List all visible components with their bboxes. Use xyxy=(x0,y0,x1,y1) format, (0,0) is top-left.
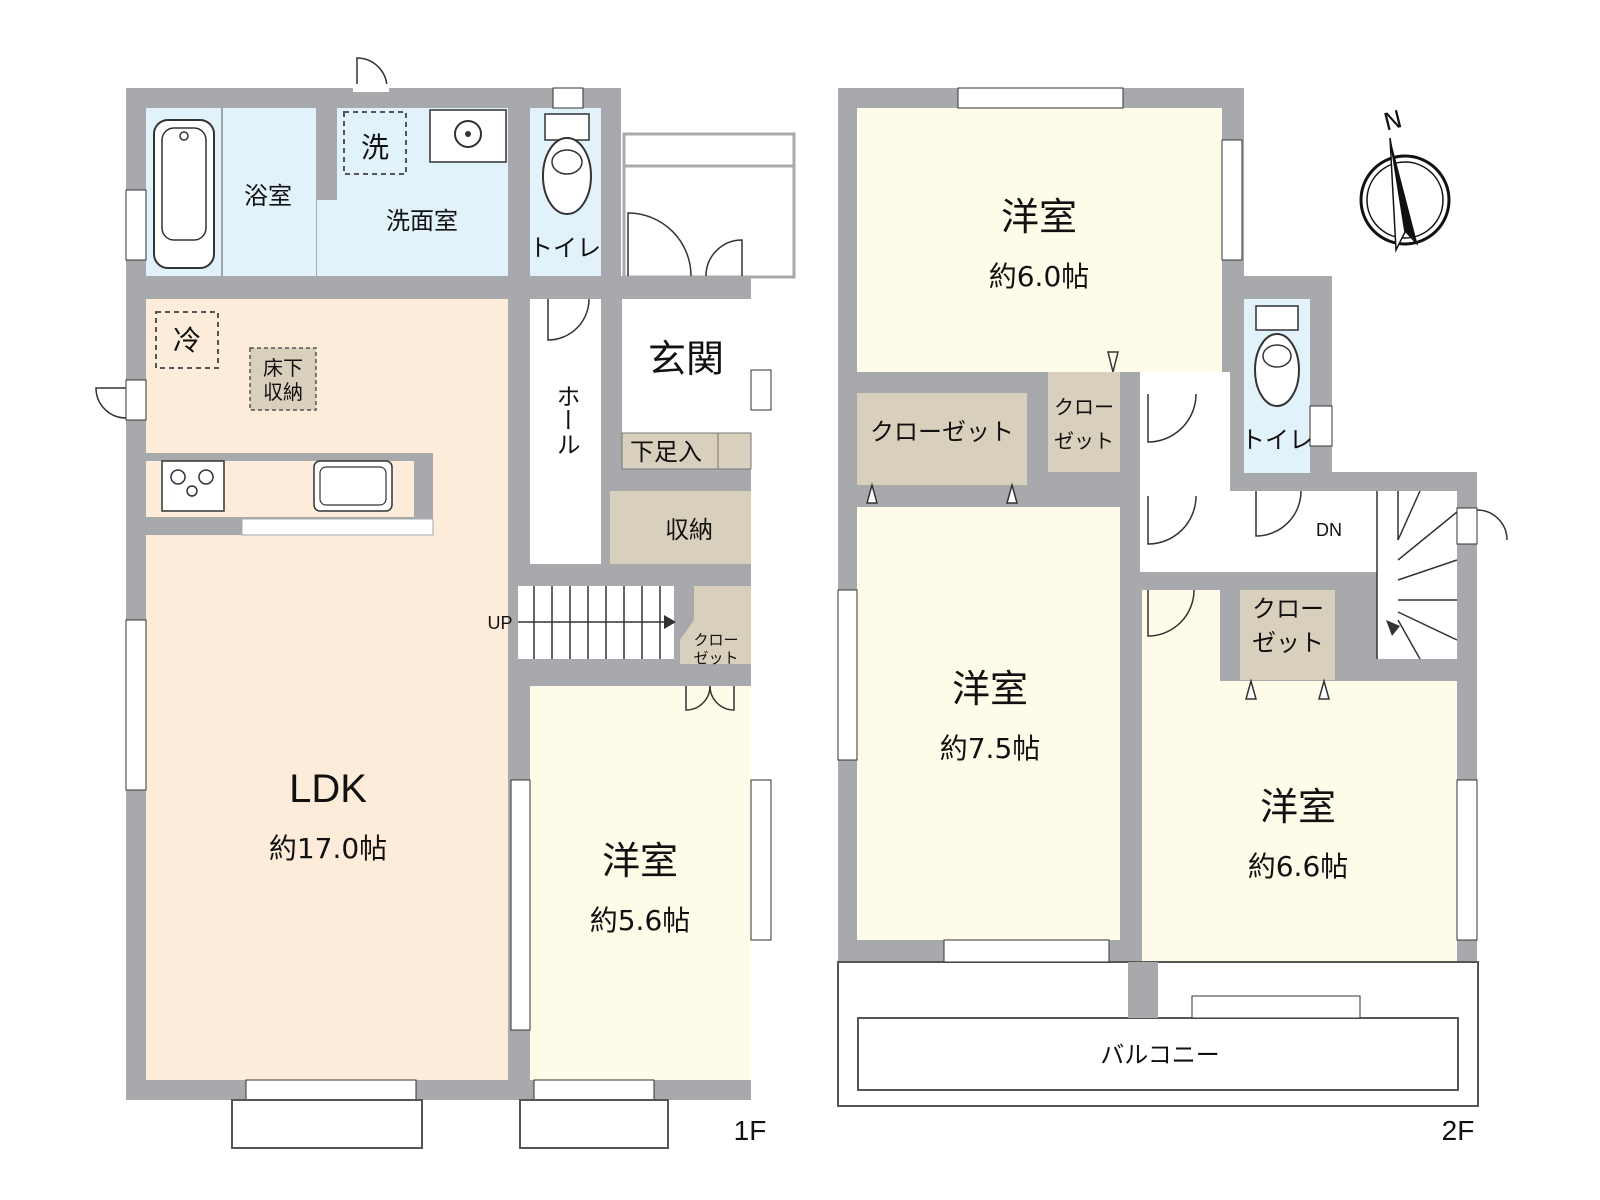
window xyxy=(245,1079,417,1101)
window xyxy=(533,1079,655,1101)
closet-a-label-2: ゼット xyxy=(1054,429,1114,453)
window xyxy=(1191,995,1361,1019)
compass-label: N xyxy=(1381,105,1405,137)
hall-label: ホール xyxy=(552,384,580,456)
shoe-storage xyxy=(621,432,752,470)
ldk-size: 約17.0帖 xyxy=(269,832,387,865)
window xyxy=(125,379,147,421)
landing-2f xyxy=(1140,372,1230,572)
storage xyxy=(610,491,751,564)
western-1f-size: 約5.6帖 xyxy=(590,904,691,937)
western-room-west xyxy=(857,507,1120,940)
western-room-north xyxy=(857,108,1222,372)
window xyxy=(125,189,147,261)
toilet-icon xyxy=(1254,333,1300,407)
window xyxy=(1309,405,1333,447)
door-swing-icon xyxy=(1147,393,1197,443)
window xyxy=(1221,139,1243,261)
closet-small-label-1: クロー xyxy=(693,631,738,649)
window xyxy=(750,779,772,941)
closet-b-label-2: ゼット xyxy=(1252,629,1324,657)
east-room-name: 洋室 xyxy=(1260,785,1336,829)
underfloor-storage xyxy=(249,347,317,411)
kitchen-sink-icon xyxy=(313,460,393,512)
washer-space xyxy=(343,111,407,175)
door-swing-icon xyxy=(1147,589,1195,637)
bath-label: 浴室 xyxy=(244,182,292,210)
toilet-2f-label: トイレ xyxy=(1241,426,1313,454)
floor-label-1f: 1F xyxy=(734,1115,767,1146)
door-swing-icon xyxy=(356,57,388,89)
underfloor-label-2: 収納 xyxy=(263,380,303,404)
first-floor xyxy=(95,57,796,1149)
sink-icon xyxy=(429,109,507,163)
compass: N xyxy=(1359,105,1451,253)
bay-ledge xyxy=(519,1099,669,1149)
compass-ring-icon xyxy=(1359,154,1451,246)
closet-b-2f xyxy=(1240,590,1335,680)
washer-label: 洗 xyxy=(361,131,389,164)
fridge-space xyxy=(155,311,219,369)
compass-needle-icon xyxy=(1390,138,1418,246)
western-1f-name: 洋室 xyxy=(602,839,678,883)
window xyxy=(1456,507,1478,545)
east-room-size: 約6.6帖 xyxy=(1248,850,1349,883)
closet-a-label-1: クロー xyxy=(1054,395,1114,419)
closet-a-2f xyxy=(1048,372,1120,472)
washroom-label: 洗面室 xyxy=(386,207,458,235)
ldk-room xyxy=(146,299,508,1080)
window xyxy=(125,619,147,791)
west-room-size: 約7.5帖 xyxy=(940,732,1041,765)
closet-b-label-1: クロー xyxy=(1252,595,1324,623)
porch-eave xyxy=(622,132,796,168)
hall xyxy=(530,299,601,564)
window xyxy=(837,589,858,761)
bathtub-icon xyxy=(153,119,215,269)
stairs-up-label: UP xyxy=(487,613,512,633)
toilet-1f-label: トイレ xyxy=(529,234,601,262)
balcony-label: バルコニー xyxy=(1100,1041,1220,1069)
storage-label: 収納 xyxy=(665,516,713,544)
west-room-name: 洋室 xyxy=(952,667,1028,711)
window xyxy=(750,369,772,411)
north-room-size: 約6.0帖 xyxy=(989,260,1090,293)
window xyxy=(957,87,1124,109)
shoe-storage-label: 下足入 xyxy=(630,438,702,466)
entrance xyxy=(622,299,751,433)
window xyxy=(943,939,1110,963)
window xyxy=(510,779,531,1031)
entrance-label: 玄関 xyxy=(648,337,724,381)
fridge-label: 冷 xyxy=(173,324,201,357)
underfloor-label-1: 床下 xyxy=(263,356,303,380)
stairs-down-label: DN xyxy=(1316,520,1342,540)
ldk-name: LDK xyxy=(289,767,367,811)
window xyxy=(552,87,584,109)
stair-arrow-icon xyxy=(1386,620,1400,636)
front-door-swing-icon xyxy=(627,212,692,277)
closet-wide-label: クローゼット xyxy=(870,418,1014,446)
closet-wide-2f xyxy=(857,393,1027,485)
window xyxy=(1456,779,1478,941)
closet-small-1f xyxy=(680,586,751,664)
second-floor xyxy=(837,87,1508,1107)
floor-label-2f: 2F xyxy=(1442,1115,1475,1146)
door-swing-icon xyxy=(1147,495,1197,545)
bay-ledge xyxy=(231,1099,423,1149)
toilet-icon xyxy=(542,137,592,215)
north-room-name: 洋室 xyxy=(1001,195,1077,239)
stair-arrow-icon xyxy=(664,615,676,629)
western-room-1f xyxy=(530,686,751,1080)
door-swing-icon xyxy=(547,298,590,341)
closet-small-label-2: ゼット xyxy=(693,649,738,667)
